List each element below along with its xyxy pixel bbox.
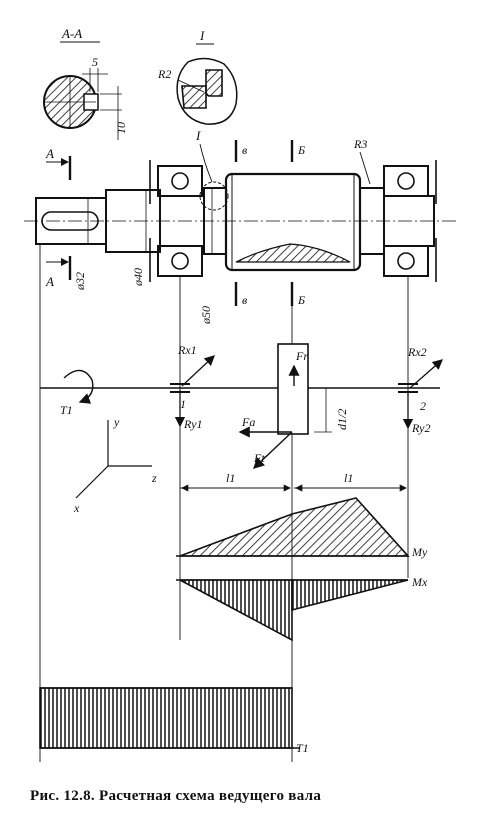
section-b-bottom: Б [297, 293, 305, 307]
figure-caption: Рис. 12.8. Расчетная схема ведущего вала [30, 788, 322, 804]
span-right-label: l1 [344, 471, 353, 485]
fillet-label: R3 [353, 137, 367, 151]
dim-d50: ø50 [199, 306, 213, 325]
fr-label: Fr [295, 349, 308, 363]
torque-diagram-label: T1 [296, 741, 309, 755]
section-v-bottom: в [242, 293, 247, 307]
half-diameter-label: d1/2 [335, 409, 349, 430]
ry2-label: Ry2 [411, 421, 430, 435]
section-a-a: А-А 5 10 [43, 26, 128, 140]
axis-x-label: x [73, 501, 80, 515]
ft-label: Ft [253, 451, 265, 465]
rx2-label: Rx2 [407, 345, 427, 359]
detail-label: I [199, 28, 205, 43]
torque-label: T1 [60, 403, 73, 417]
mx-label: Mx [411, 575, 428, 589]
section-marker-top: А [45, 146, 54, 161]
force-scheme: 1 2 Rx1 Ry1 Rx2 Ry2 Fr Fa Ft d1/2 T1 y [40, 343, 443, 640]
support-1-label: 1 [180, 397, 186, 411]
section-dim-side: 10 [114, 122, 128, 134]
section-marker-bottom: А [45, 274, 54, 289]
dim-d32: ø32 [73, 272, 87, 291]
axis-y-label: y [113, 415, 120, 429]
span-left-label: l1 [226, 471, 235, 485]
my-label: My [411, 545, 428, 559]
detail-i: I R2 [157, 28, 238, 125]
ry1-label: Ry1 [183, 417, 202, 431]
rx1-label: Rx1 [177, 343, 197, 357]
section-v-top: в [242, 143, 247, 157]
section-a-a-label: А-А [61, 26, 82, 41]
detail-radius-label: R2 [157, 67, 171, 81]
fa-label: Fa [241, 415, 255, 429]
moment-diagrams: My Mx T1 [39, 497, 428, 755]
dim-d40: ø40 [131, 268, 145, 287]
section-b-top: Б [297, 143, 305, 157]
support-2-label: 2 [420, 399, 426, 413]
section-dim-top: 5 [92, 55, 98, 69]
detail-callout-label: I [195, 128, 201, 143]
axis-z-label: z [151, 471, 157, 485]
shaft-drawing: А А в [24, 128, 456, 325]
